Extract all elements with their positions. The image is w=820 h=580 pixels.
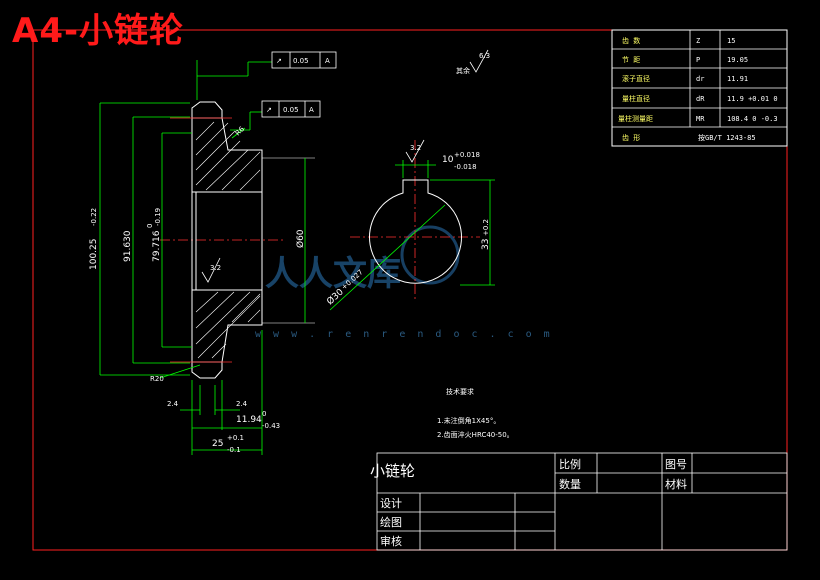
dim-keyway-tol-up: +0.018 xyxy=(454,151,480,159)
param-table: 齿 数 Z 15 节 距 P 19.05 滚子直径 dr 11.91 量柱直径 … xyxy=(611,29,788,147)
title-block-part-name: 小链轮 xyxy=(370,462,415,480)
dim-hub-width-tol-up: +0.1 xyxy=(227,434,244,442)
param-label-pitch: 节 距 xyxy=(622,56,640,64)
dim-keyway-tol-dn: -0.018 xyxy=(454,163,477,171)
surface-mark-other xyxy=(469,49,489,73)
svg-text:↗: ↗ xyxy=(276,57,282,65)
tech-note-2: 2.齿面淬火HRC40-50。 xyxy=(437,430,514,439)
dim-outer-dia: 100.25 xyxy=(89,239,99,271)
dim-root-dia-tol-up: 0 xyxy=(146,224,154,228)
param-symbol-pitch: P xyxy=(696,56,700,64)
dim-tooth-width-tol-dn: -0.43 xyxy=(262,422,280,430)
svg-text:A: A xyxy=(309,106,314,114)
param-label-pin: 量柱直径 xyxy=(622,94,650,103)
param-value-profile: 按GB/T 1243-85 xyxy=(698,133,756,142)
dimension-lines xyxy=(99,60,306,455)
title-block xyxy=(376,452,788,551)
dim-keyway-depth: 33 xyxy=(481,239,491,250)
dim-pitch-dia: 91.630 xyxy=(123,230,133,262)
watermark-url: w w w . r e n r e n d o c . c o m xyxy=(255,329,553,340)
dim-hub-dia: Ø60 xyxy=(295,229,306,248)
tech-note-1: 1.未注倒角1X45°。 xyxy=(437,416,500,425)
dim-tooth-width-tol-up: 0 xyxy=(262,410,266,418)
dim-keyway-depth-tol: +0.2 xyxy=(482,219,490,236)
title-block-check-label: 审核 xyxy=(380,534,402,548)
param-label-profile: 齿 形 xyxy=(622,134,640,142)
param-value-teeth: 15 xyxy=(727,37,735,45)
title-block-design-label: 设计 xyxy=(380,497,402,510)
tolerance-frame-1: ↗ 0.05 A xyxy=(271,51,337,69)
svg-text:0.05: 0.05 xyxy=(283,106,299,114)
title-block-material-label: 材料 xyxy=(665,477,687,491)
surface-label-other: 其余 xyxy=(456,66,470,75)
param-value-roller: 11.91 xyxy=(727,75,748,83)
dim-hub-width-tol-dn: -0.1 xyxy=(227,446,241,454)
dim-chamfer-angle: R20 xyxy=(150,375,164,383)
watermark: 人人文库 w w w . r e n r e n d o c . c o m xyxy=(255,225,553,340)
title-block-scale-label: 比例 xyxy=(559,457,581,471)
svg-text:0.05: 0.05 xyxy=(293,57,309,65)
param-symbol-measure: MR xyxy=(696,115,705,123)
dim-keyway-width: 10 xyxy=(442,155,454,165)
param-symbol-pin: dR xyxy=(696,95,705,103)
dim-tooth-width: 11.94 xyxy=(236,415,262,425)
dim-width-1: 2.4 xyxy=(167,400,179,408)
dim-width-2: 2.4 xyxy=(236,400,248,408)
watermark-text: 人人文库 xyxy=(265,254,401,294)
param-value-pitch: 19.05 xyxy=(727,56,748,64)
param-label-measure: 量柱测量距 xyxy=(618,114,653,123)
surface-value-other: 6.3 xyxy=(479,52,490,60)
tech-notes: 技术要求 1.未注倒角1X45°。 2.齿面淬火HRC40-50。 xyxy=(437,387,514,439)
title-block-qty-label: 数量 xyxy=(559,478,581,491)
param-label-roller: 滚子直径 xyxy=(622,74,650,83)
param-symbol-roller: dr xyxy=(696,75,704,83)
section-view xyxy=(160,101,315,379)
surface-value-hub: 3.2 xyxy=(210,264,221,272)
dim-outer-dia-tol: -0.22 xyxy=(90,208,98,226)
surface-value-keyway: 3.2 xyxy=(410,144,421,152)
param-value-measure: 108.4 0 -0.3 xyxy=(727,115,778,123)
title-block-drawn-label: 绘图 xyxy=(380,515,402,529)
svg-text:↗: ↗ xyxy=(266,106,272,114)
svg-text:A: A xyxy=(325,57,330,65)
param-label-teeth: 齿 数 xyxy=(622,36,640,45)
tolerance-frame-2: ↗ 0.05 A xyxy=(261,100,321,118)
dim-root-dia: 79.716 xyxy=(152,230,162,262)
dim-root-dia-tol-dn: -0.19 xyxy=(154,208,162,226)
dim-hub-width: 25 xyxy=(212,439,223,449)
drawing-title-banner: A4-小链轮 xyxy=(12,11,185,51)
title-block-drawing-no-label: 图号 xyxy=(665,458,687,471)
param-symbol-teeth: Z xyxy=(696,37,700,45)
bore-view: 3.2 10 +0.018 -0.018 33 +0.2 Ø30 +0.027 xyxy=(325,139,495,311)
tech-notes-title: 技术要求 xyxy=(446,387,474,396)
param-value-pin: 11.9 +0.01 0 xyxy=(727,95,778,103)
surface-mark-hub xyxy=(201,257,221,283)
